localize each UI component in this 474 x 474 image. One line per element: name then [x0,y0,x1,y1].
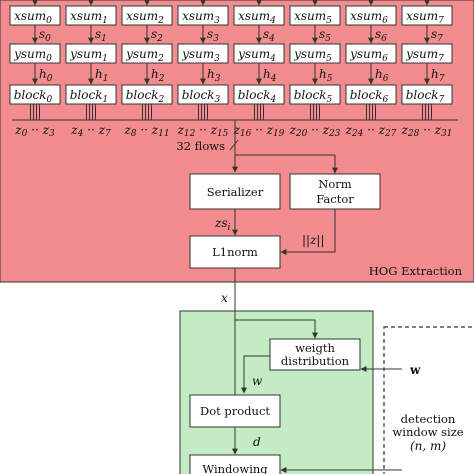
block-block [177,84,229,105]
s-label: s5 [319,27,331,44]
h-label: h6 [375,67,389,84]
block-label: block5 [294,88,333,105]
serializer-block [189,173,281,210]
block-label: block6 [350,88,389,105]
dot-product-label: Dot product [200,404,270,418]
znorm-label: ||z|| [302,233,325,247]
block-block [233,84,285,105]
z-range-label: z12 ·· z15 [177,123,229,139]
x-to-weigth-arrow [235,319,318,339]
z-range-label: z20 ·· z23 [289,123,341,139]
block-label: block7 [406,88,445,105]
flows-label: 32 flows [176,139,225,153]
xsum-label: xsum5 [294,9,332,26]
z-range-label: z0 ·· z3 [14,123,55,139]
ysum-label: ysum1 [69,47,108,64]
h-label: h5 [319,67,333,84]
block-block [289,84,341,105]
block-label: block1 [70,88,108,105]
weigth-label-2: distribution [281,354,350,368]
s-label: s7 [431,27,443,44]
dot-product-block [189,394,281,428]
xsum-label: xsum1 [70,9,108,26]
ysum-label: ysum4 [237,47,276,64]
l1norm-label: L1norm [212,245,258,259]
ysum-label: ysum5 [293,47,332,64]
hog-extraction-label: HOG Extraction [369,264,463,278]
norm-factor-label-1: Norm [318,177,351,191]
block-block [121,84,173,105]
norm-factor-block [289,173,381,210]
z-range-label: z8 ·· z11 [123,123,169,139]
w-vector-label: w [409,363,421,377]
z-range-label: z16 ·· z19 [233,123,285,139]
block-block [9,84,61,105]
block-block [65,84,117,105]
weigth-label-1: weigth [295,341,335,355]
block-block [401,84,453,105]
detection-label-2: window size [392,425,463,439]
h-label: h4 [263,67,277,84]
weigth-distribution-block [269,338,361,371]
block-label: block2 [126,88,165,105]
zs-label: zsi [214,216,230,233]
s-label: s4 [263,27,275,44]
h-label: h7 [431,67,445,84]
svm-region [179,310,374,474]
detection-window-box [383,326,474,474]
ysum-label: ysum7 [405,47,444,64]
z-range-label: z28 ·· z31 [401,123,453,139]
xsum-label: xsum0 [14,9,52,26]
ysum-label: ysum0 [13,47,52,64]
z-range-label: z24 ·· z27 [345,123,397,139]
xsum-label: xsum3 [182,9,220,26]
x-label: x [221,291,228,305]
block-block [345,84,397,105]
flows-bus-slash [229,139,239,151]
h-label: h3 [207,67,221,84]
h-label: h0 [39,67,53,84]
h-label: h2 [151,67,165,84]
serializer-label: Serializer [207,185,264,199]
s-label: s1 [95,27,107,44]
z-range-label: z4 ·· z7 [70,123,111,139]
l1norm-block [189,235,281,269]
norm-factor-label-2: Factor [316,192,354,206]
d-label: d [253,435,261,449]
detection-label-3: (n, m) [410,439,446,453]
xsum-label: xsum2 [126,9,164,26]
block-label: block4 [238,88,277,105]
ysum-label: ysum3 [181,47,220,64]
ysum-label: ysum2 [125,47,164,64]
s-label: s0 [39,27,51,44]
w-label: w [252,374,263,388]
s-label: s6 [375,27,387,44]
block-label: block0 [14,88,53,105]
xsum-label: xsum7 [406,9,444,26]
w-arrow [241,355,270,394]
s-label: s2 [151,27,163,44]
xsum-label: xsum6 [350,9,388,26]
detection-label-1: detection [401,412,456,426]
windowing-label: Windowing [202,462,268,474]
windowing-block [189,454,281,474]
h-label: h1 [95,67,108,84]
s-label: s3 [207,27,219,44]
ysum-label: ysum6 [349,47,388,64]
znorm-arrow [280,209,336,255]
xsum-label: xsum4 [238,9,276,26]
block-label: block3 [182,88,221,105]
